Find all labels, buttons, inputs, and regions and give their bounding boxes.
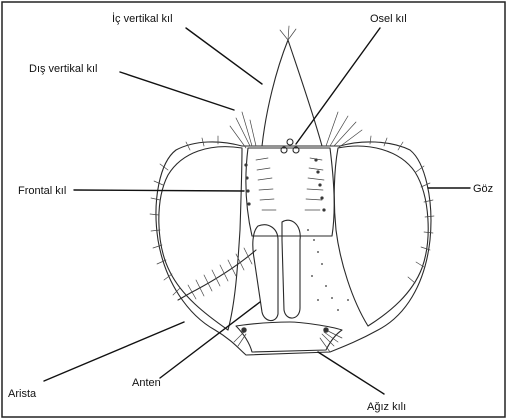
vertex-bristle-tufts bbox=[230, 112, 362, 148]
leader-anten bbox=[160, 302, 260, 378]
label-osel-kil: Osel kıl bbox=[370, 13, 407, 25]
label-frontal-kil: Frontal kıl bbox=[18, 185, 66, 197]
leader-osel bbox=[296, 28, 380, 144]
label-arista: Arista bbox=[8, 388, 37, 400]
label-agiz-kili: Ağız kılı bbox=[367, 401, 406, 413]
leader-frontal bbox=[74, 190, 244, 191]
arista-feathered bbox=[178, 248, 256, 300]
label-ic-vertikal-kil: İç vertikal kıl bbox=[112, 12, 173, 25]
genal-stippling bbox=[307, 229, 349, 311]
leader-agiz bbox=[318, 352, 384, 394]
vertex-triangle bbox=[262, 40, 322, 146]
eye-margin-hairs bbox=[150, 136, 434, 295]
vertex-tip-bristles bbox=[280, 26, 296, 40]
leader-dis-vertikal bbox=[120, 72, 234, 110]
leader-arista bbox=[44, 322, 184, 381]
oral-vibrissae bbox=[234, 328, 342, 352]
leader-ic-vertikal bbox=[186, 28, 262, 84]
left-compound-eye bbox=[159, 147, 242, 330]
antenna-left bbox=[253, 225, 278, 321]
label-goz: Göz bbox=[473, 183, 493, 195]
frons-stripe bbox=[246, 148, 334, 236]
frontal-bristle-rows bbox=[245, 158, 326, 211]
right-compound-eye bbox=[334, 146, 428, 326]
antenna-right bbox=[282, 220, 300, 318]
face-clypeus bbox=[236, 322, 342, 352]
ocellus-median bbox=[287, 139, 293, 145]
label-anten: Anten bbox=[132, 377, 161, 389]
head-capsule-outline bbox=[156, 142, 431, 355]
label-dis-vertikal-kil: Dış vertikal kıl bbox=[29, 63, 97, 75]
